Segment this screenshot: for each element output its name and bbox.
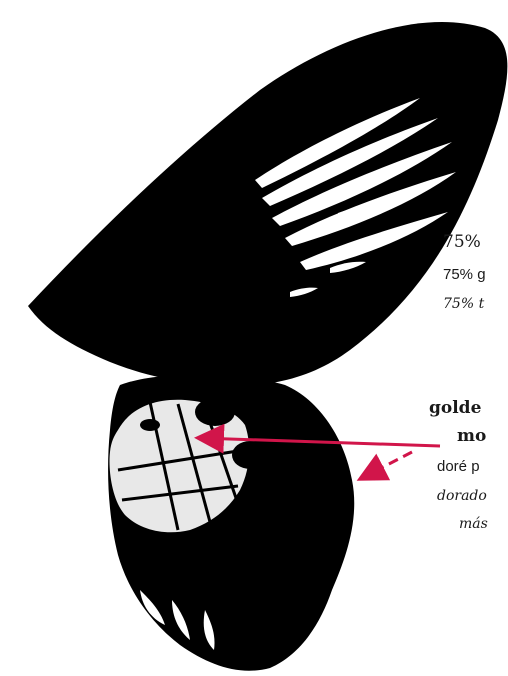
arrow-to-patch [194, 423, 441, 454]
hindwing-label-line4: dorado [437, 488, 487, 504]
hindwing-label-line1: golde [429, 398, 482, 418]
hindwing-label-line2: mo [457, 426, 487, 446]
forewing-streaks [255, 98, 456, 297]
forewing-label-line3: 75% t [443, 296, 485, 312]
forewing [28, 21, 508, 387]
hindwing-label-line3: doré p [437, 458, 480, 475]
forewing-label-line2: 75% g [443, 266, 486, 283]
forewing-label-line1: 75% [443, 232, 481, 252]
hindwing-label-line5: más [459, 516, 488, 532]
hindwing-margin [140, 590, 215, 650]
arrow-to-margin-dashed [356, 450, 413, 481]
